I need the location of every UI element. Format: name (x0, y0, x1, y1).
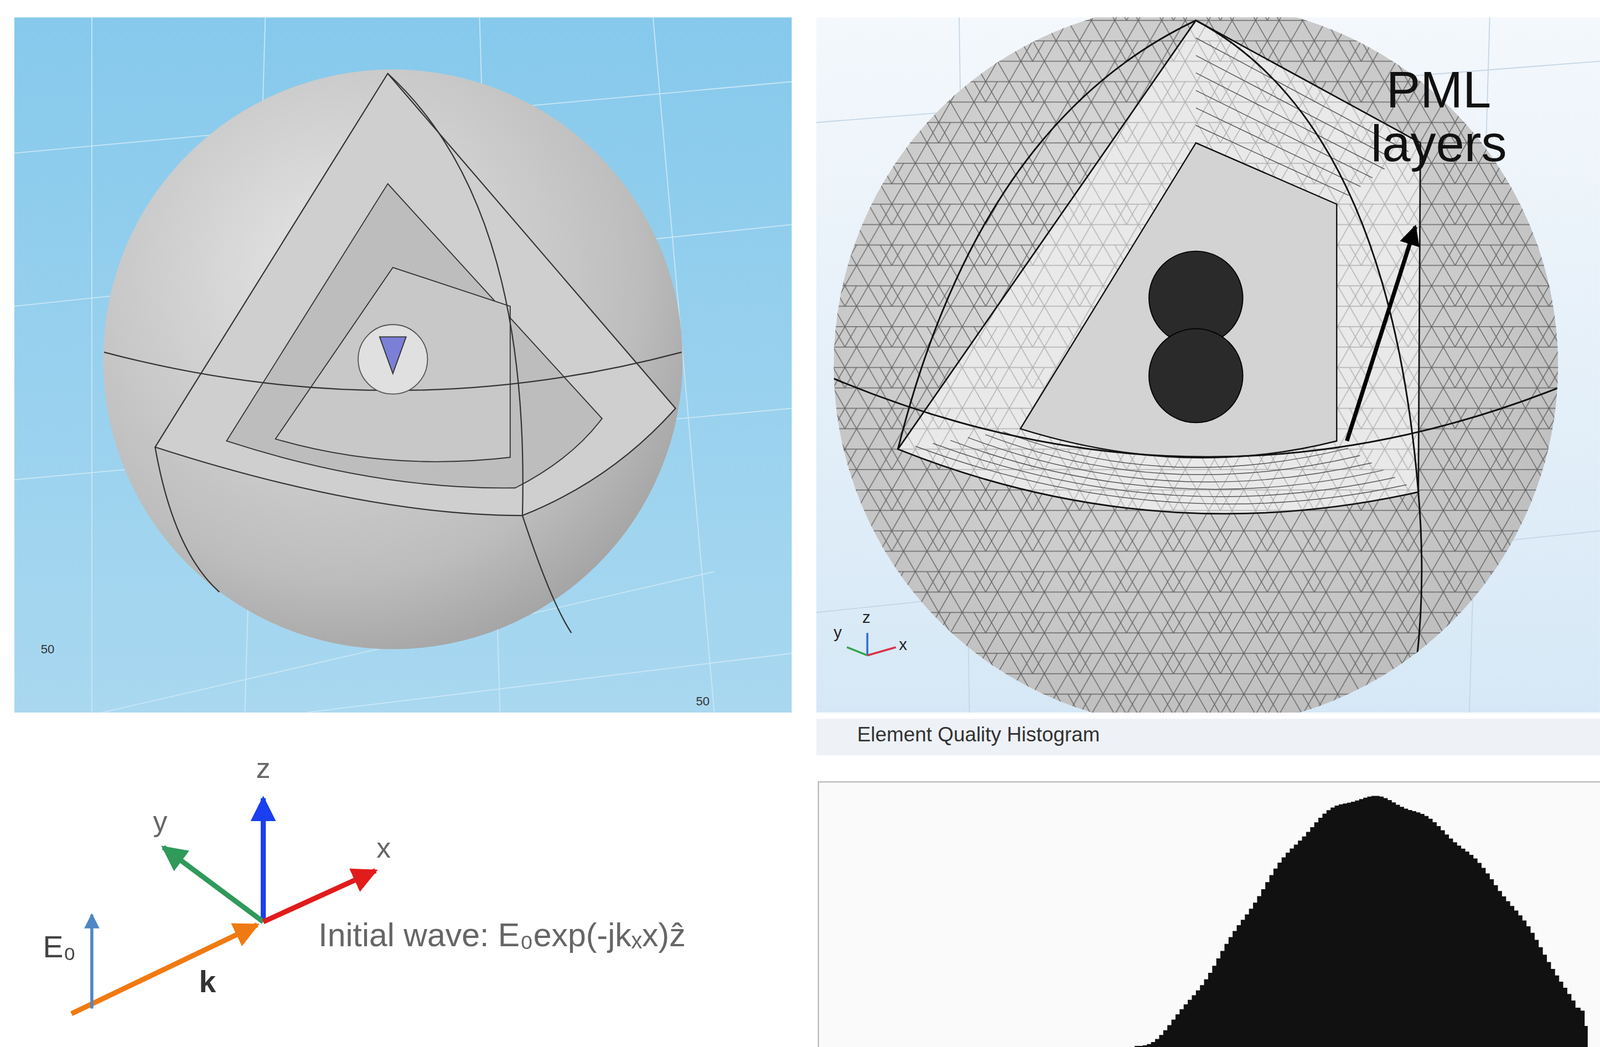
coordinate-axes (163, 798, 376, 922)
axis-label: x (898, 636, 908, 654)
field-arrow (90, 914, 94, 1009)
axis-label: z (256, 753, 271, 784)
particle-cut (379, 336, 407, 374)
particle-shell (358, 324, 428, 394)
axis-triad-small (846, 632, 896, 656)
wave-vector-arrow (71, 924, 258, 1013)
wave-equation: Initial wave: E₀exp(-jkₓx)ẑ (318, 918, 686, 953)
axis-label: x (376, 832, 391, 863)
pml-shell (226, 183, 602, 489)
vector-label: k (199, 965, 217, 998)
callout-label: PML layers (1348, 63, 1529, 171)
leader-arrow (1347, 226, 1416, 441)
grid (14, 17, 792, 713)
panel-title: Element Quality Histogram (857, 723, 1101, 745)
histogram-panel (816, 718, 1600, 1047)
grid-tick: 50 (695, 695, 710, 708)
background (14, 17, 792, 713)
grid-tick: 50 (40, 643, 55, 656)
field-label: E₀ (42, 930, 76, 963)
outer-sphere (102, 69, 683, 649)
axis-label: y (153, 806, 168, 837)
geometry-view (14, 17, 792, 713)
seam-lines (104, 73, 682, 633)
cut-octant (154, 73, 676, 516)
inner-domain (275, 267, 511, 462)
particle-bottom (1148, 328, 1244, 423)
meshed-sphere (816, 17, 1600, 713)
axis-label: z (862, 609, 871, 627)
mesh-view (816, 17, 1600, 713)
axis-label: y (833, 624, 842, 642)
